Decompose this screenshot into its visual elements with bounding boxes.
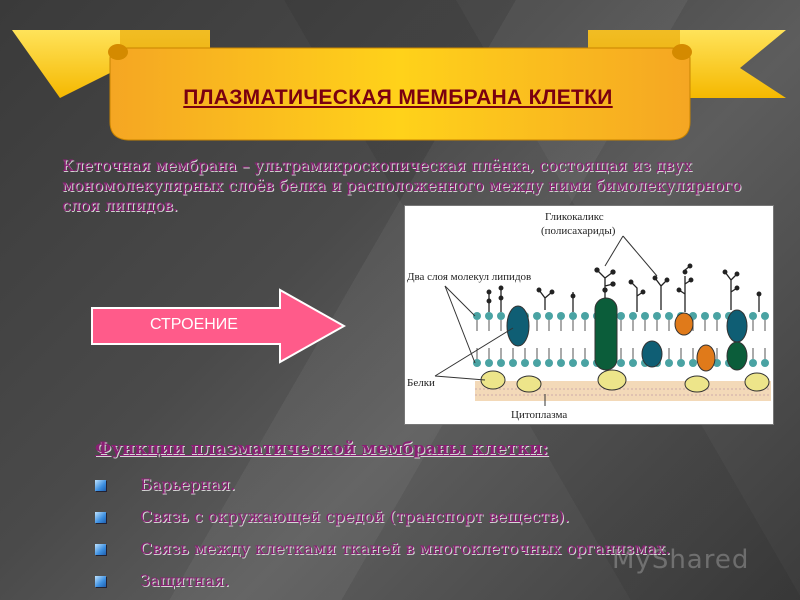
function-text: Связь с окружающей средой (транспорт вещ… — [140, 507, 570, 526]
label-cytoplasm: Цитоплазма — [511, 409, 567, 421]
definition-text: Клеточная мембрана – ультрамикроскопичес… — [62, 157, 742, 215]
arrow-label: СТРОЕНИЕ — [150, 316, 238, 333]
list-item: Защитная. — [95, 568, 670, 600]
list-item: Связь между клетками тканей в многоклето… — [95, 536, 670, 568]
square-bullet-icon — [95, 480, 106, 491]
square-bullet-icon — [95, 544, 106, 555]
page-title: ПЛАЗМАТИЧЕСКАЯ МЕМБРАНА КЛЕТКИ — [183, 86, 613, 109]
structure-arrow — [91, 288, 346, 364]
label-pointers — [434, 235, 658, 406]
function-text: Связь между клетками тканей в многоклето… — [140, 539, 671, 558]
membrane-diagram: Гликокаликс (полисахариды) Два слоя моле… — [405, 206, 773, 424]
square-bullet-icon — [95, 576, 106, 587]
label-glycocalyx: Гликокаликс — [545, 211, 604, 223]
membrane-proteins — [480, 297, 770, 393]
label-polysaccharides: (полисахариды) — [541, 225, 616, 237]
square-bullet-icon — [95, 512, 106, 523]
watermark: MyShared — [612, 545, 750, 575]
lipid-heads-inner — [473, 359, 769, 367]
label-proteins: Белки — [407, 377, 435, 389]
function-text: Барьерная. — [140, 475, 236, 494]
list-item: Барьерная. — [95, 472, 670, 504]
functions-heading: Функции плазматической мембраны клетки: — [95, 439, 549, 459]
list-item: Связь с окружающей средой (транспорт вещ… — [95, 504, 670, 536]
label-lipid-layers: Два слоя молекул липидов — [407, 271, 531, 283]
function-text: Защитная. — [140, 571, 230, 590]
functions-list: Барьерная. Связь с окружающей средой (тр… — [95, 472, 670, 600]
title-banner — [12, 30, 786, 141]
polysaccharide-chains — [486, 263, 762, 312]
